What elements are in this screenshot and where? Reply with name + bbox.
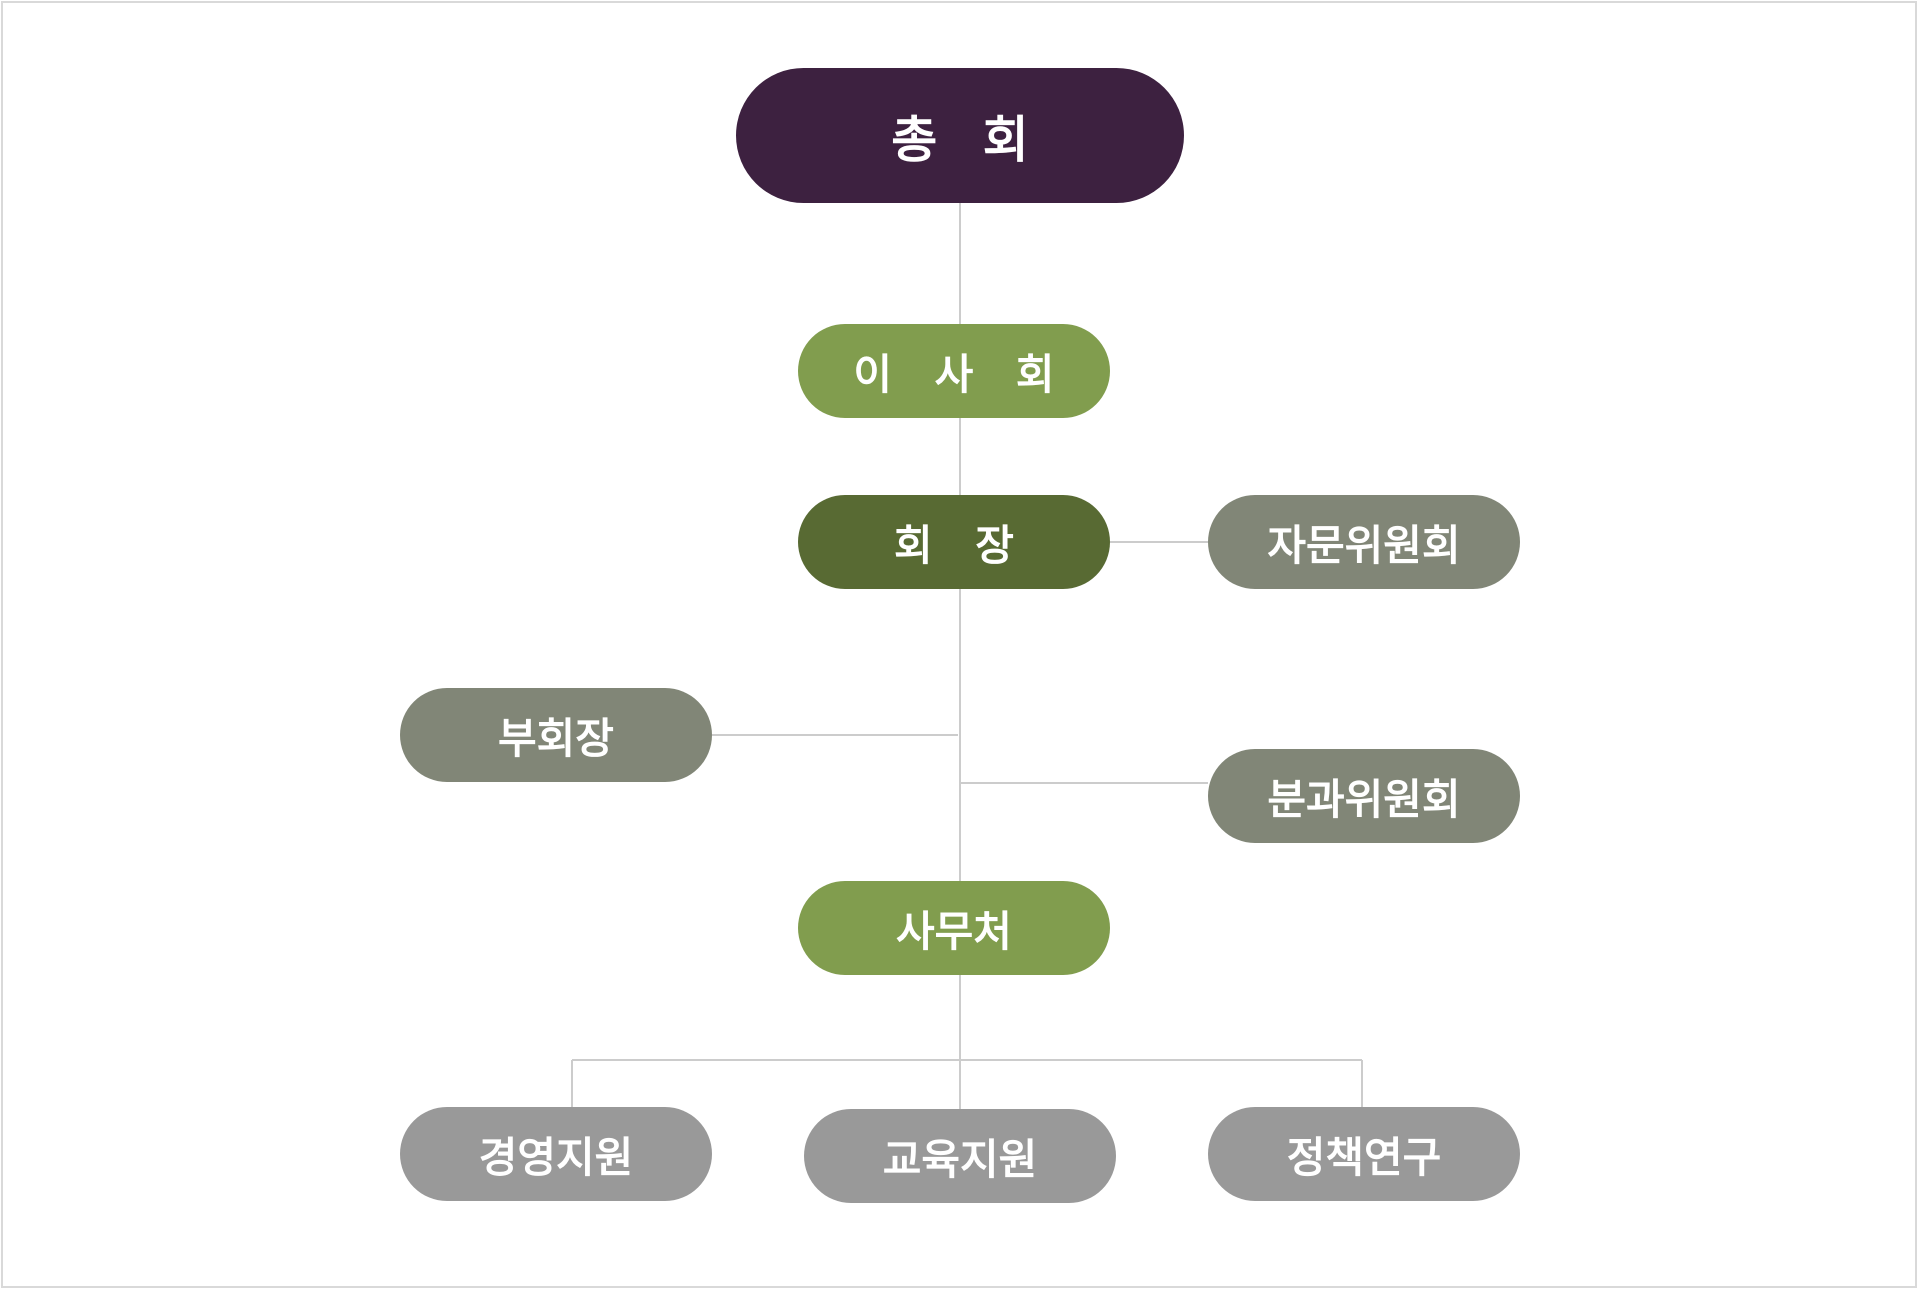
management-support-node: 경영지원 — [400, 1107, 712, 1201]
policy-research-node: 정책연구 — [1208, 1107, 1520, 1201]
education-support-node: 교육지원 — [804, 1109, 1116, 1203]
general-assembly-node: 총 회 — [736, 68, 1184, 203]
vice-chairman-node: 부회장 — [400, 688, 712, 782]
advisory-committee-node: 자문위원회 — [1208, 495, 1520, 589]
chairman-node: 회 장 — [798, 495, 1110, 589]
secretariat-node: 사무처 — [798, 881, 1110, 975]
section-committee-node: 분과위원회 — [1208, 749, 1520, 843]
board-of-directors-node: 이 사 회 — [798, 324, 1110, 418]
